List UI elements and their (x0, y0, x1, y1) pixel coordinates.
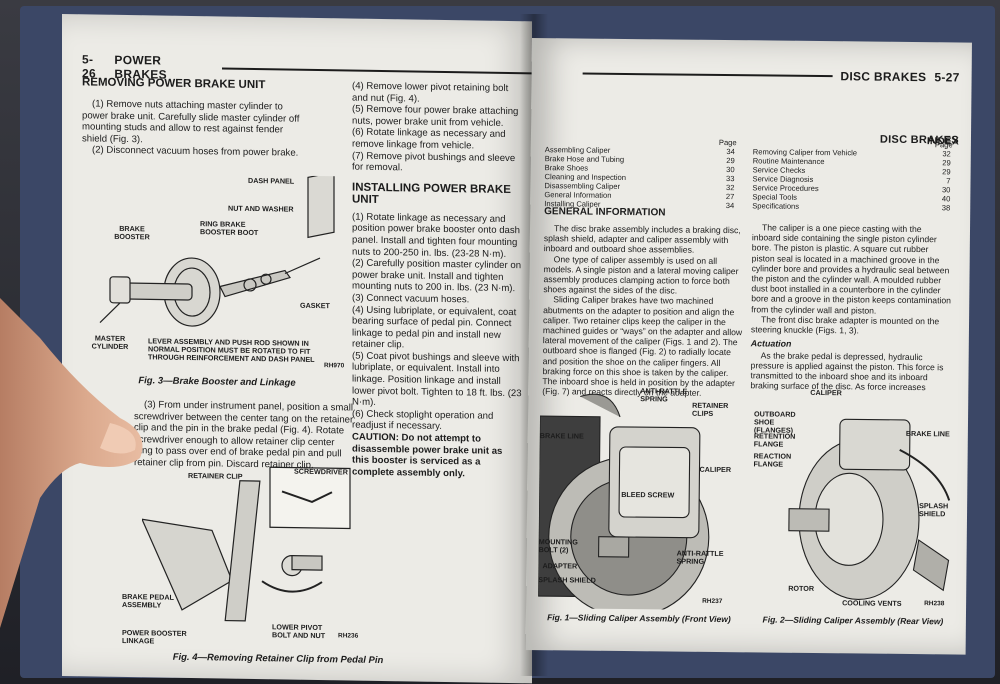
col2-step-4: (4) Remove lower pivot retaining bolt an… (352, 80, 509, 105)
right-section-title: DISC BRAKES (840, 69, 927, 85)
brake-booster-drawing (99, 171, 335, 327)
label-bleed-screw: BLEED SCREW (621, 489, 675, 500)
index-page: 29 (942, 167, 951, 177)
label-retainer-clip: RETAINER CLIP (188, 470, 243, 481)
right-page-number: 5-27 (934, 70, 960, 85)
general-para-1: The disc brake assembly includes a braki… (543, 223, 741, 256)
index-page: 34 (726, 147, 735, 157)
label-adapter: ADAPTER (542, 561, 578, 571)
removing-step-2: (2) Disconnect vacuum hoses from power b… (92, 144, 299, 160)
index-page-label: Page (718, 137, 737, 148)
index-page: 29 (726, 156, 735, 166)
label-nut-washer: NUT AND WASHER (228, 203, 294, 214)
actuation-text: As the brake pedal is depressed, hydraul… (750, 350, 944, 393)
general-col2-para-1: The caliper is a one piece casting with … (751, 222, 952, 316)
index-page: 30 (726, 165, 735, 175)
col2-step-7: (7) Remove pivot bushings and sleeve for… (352, 150, 516, 174)
right-header-rule (582, 72, 833, 78)
index-page: 38 (941, 203, 951, 213)
label-fig3-note: LEVER ASSEMBLY AND PUSH ROD SHOWN IN NOR… (148, 336, 315, 365)
index-page: 32 (725, 183, 735, 193)
right-page: DISC BRAKES 5-27 DISC BRAKES INDEX Page … (525, 38, 972, 655)
col2-step-6: (6) Rotate linkage as necessary and remo… (352, 126, 506, 152)
installing-step-2: (2) Carefully position master cylinder o… (352, 257, 522, 295)
right-title-block: DISC BRAKES INDEX (531, 102, 971, 148)
label-fig2-brake-line: BRAKE LINE (905, 428, 950, 439)
label-screwdriver: SCREWDRIVER (294, 466, 348, 477)
general-para-3: Sliding Caliper brakes have two machined… (542, 294, 743, 399)
header-rule (222, 67, 532, 75)
label-brake-booster: BRAKE BOOSTER (114, 223, 150, 242)
label-rotor: ROTOR (788, 583, 815, 593)
label-retainer-clips: RETAINER CLIPS (692, 400, 729, 419)
label-ring-boot: RING BRAKE BOOSTER BOOT (200, 219, 259, 238)
label-booster-linkage: POWER BOOSTER LINKAGE (122, 627, 187, 646)
label-pivot-bolt: LOWER PIVOT BOLT AND NUT (272, 622, 326, 641)
installing-step-1: (1) Rotate linkage as necessary and posi… (352, 211, 520, 260)
fig1-code: RH237 (702, 597, 723, 606)
general-col1: GENERAL INFORMATION The disc brake assem… (542, 206, 744, 399)
label-caliper: CALIPER (699, 464, 732, 475)
fig4-caption: Fig. 4—Removing Retainer Clip from Pedal… (172, 651, 384, 667)
fig2-illustration: CALIPER OUTBOARD SHOE (FLANGES) RETENTIO… (748, 388, 960, 612)
installing-step-5: (5) Coat pivot bushings and sleeve with … (352, 350, 522, 409)
index-page: 40 (941, 194, 951, 204)
fig1-caption: Fig. 1—Sliding Caliper Assembly (Front V… (547, 612, 731, 625)
right-page-header: DISC BRAKES 5-27 (582, 67, 960, 85)
general-heading: GENERAL INFORMATION (544, 206, 666, 219)
left-col2: (4) Remove lower pivot retaining bolt an… (352, 81, 522, 481)
fig4-illustration: RETAINER CLIP SCREWDRIVER BRAKE PEDAL AS… (122, 459, 372, 646)
installing-step-4: (4) Using lubriplate, or equivalent, coa… (352, 304, 517, 351)
label-brake-line: BRAKE LINE (539, 431, 584, 441)
caliper-front-drawing (537, 393, 710, 618)
label-anti-rattle-spring-2: ANTI-RATTLE SPRING (676, 548, 724, 567)
fig2-caption: Fig. 2—Sliding Caliper Assembly (Rear Vi… (762, 614, 944, 627)
index-page-label: Page (934, 140, 953, 150)
label-retention-flange: RETENTION FLANGE (753, 431, 796, 449)
fig3-illustration: DASH PANEL NUT AND WASHER BRAKE BOOSTER … (80, 171, 352, 376)
left-col1-top: REMOVING POWER BRAKE UNIT (1) Remove nut… (82, 76, 302, 159)
installing-caution: CAUTION: Do not attempt to disassemble p… (352, 431, 503, 480)
label-reaction-flange: REACTION FLANGE (753, 451, 792, 469)
label-fig2-caliper: CALIPER (810, 387, 842, 398)
hand-thumb (0, 298, 143, 628)
label-cooling-vents: COOLING VENTS (842, 598, 902, 608)
label-dash-panel: DASH PANEL (248, 175, 295, 186)
col2-step-5: (5) Remove four power brake attaching nu… (352, 103, 519, 129)
label-mounting-bolt: MOUNTING BOLT (2) (538, 537, 578, 555)
index-page: 33 (726, 174, 735, 184)
label-splash-shield: SPLASH SHIELD (538, 575, 596, 585)
index-page: 27 (725, 192, 735, 202)
general-col2-para-2: The front disc brake adapter is mounted … (750, 314, 940, 336)
general-col2: The caliper is a one piece casting with … (750, 222, 952, 393)
left-page: 5-26 POWER BRAKES REMOVING POWER BRAKE U… (62, 14, 532, 684)
caliper-rear-drawing (788, 418, 951, 600)
index-item: Specifications (752, 201, 800, 211)
installing-heading: INSTALLING POWER BRAKE UNIT (352, 181, 511, 206)
general-para-2: One type of caliper assembly is used on … (543, 253, 739, 296)
removing-step-1: (1) Remove nuts attaching master cylinde… (82, 98, 300, 146)
label-fig2-splash-shield: SPLASH SHIELD (918, 501, 949, 519)
retainer-clip-drawing (141, 466, 351, 622)
fig3-code: RH970 (324, 362, 345, 370)
index-page: 7 (946, 176, 951, 186)
fig1-illustration: ANTI-RATTLE SPRING RETAINER CLIPS BRAKE … (537, 386, 740, 618)
label-gasket: GASKET (300, 300, 330, 311)
installing-step-6: (6) Check stoplight operation and readju… (352, 408, 494, 433)
index-page: 29 (942, 158, 951, 168)
index-page: 32 (942, 149, 951, 159)
fig2-code: RH238 (924, 600, 945, 608)
index-page: 30 (941, 185, 951, 195)
fig4-code: RH236 (338, 632, 359, 640)
